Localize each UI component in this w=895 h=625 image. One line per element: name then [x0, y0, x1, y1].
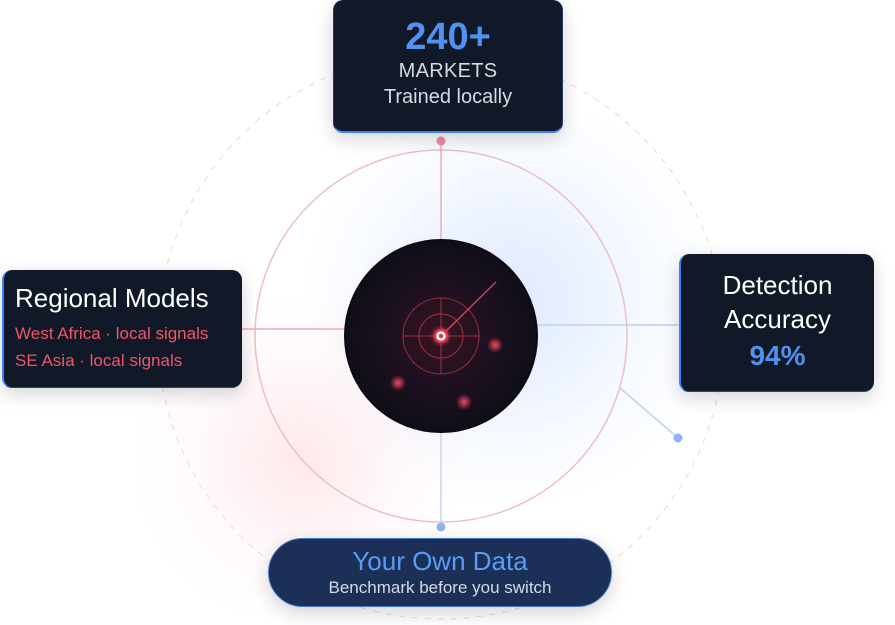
markets-card: 240+ MARKETS Trained locally: [333, 0, 563, 133]
regional-item-west-africa: West Africa · local signals: [15, 324, 209, 343]
dot-diagonal: [673, 433, 683, 443]
markets-value: 240+: [405, 16, 491, 58]
radar-center-dot: [438, 333, 444, 339]
regional-models-card: Regional Models West Africa · local sign…: [2, 270, 242, 388]
own-data-subtitle: Benchmark before you switch: [328, 578, 552, 597]
markets-label: MARKETS: [398, 60, 498, 82]
radar-blip: [390, 375, 406, 391]
own-data-title: Your Own Data: [352, 546, 528, 576]
radar-blip: [456, 394, 472, 410]
detection-title-line2: Accuracy: [724, 304, 831, 334]
own-data-pill[interactable]: Your Own Data Benchmark before you switc…: [268, 538, 612, 607]
markets-subtitle: Trained locally: [383, 86, 513, 108]
detection-accuracy-value: 94%: [749, 340, 806, 371]
regional-models-title: Regional Models: [15, 283, 209, 313]
radar-blip: [487, 337, 503, 353]
radar-sweep: [440, 281, 497, 337]
dot-top: [436, 136, 446, 146]
dot-bottom: [436, 522, 446, 532]
regional-item-se-asia: SE Asia · local signals: [15, 351, 183, 370]
detection-accuracy-card: Detection Accuracy 94%: [679, 254, 874, 392]
connector-diagonal: [619, 387, 679, 439]
detection-title-line1: Detection: [722, 270, 833, 300]
